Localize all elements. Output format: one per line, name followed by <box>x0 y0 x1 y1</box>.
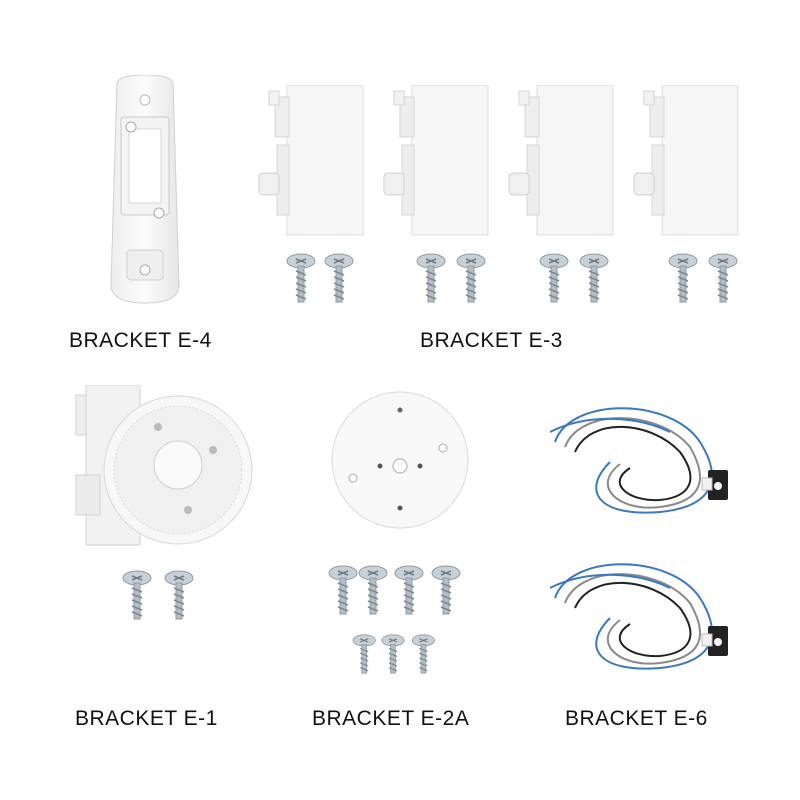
bracket-e3-label: BRACKET E-3 <box>420 329 563 352</box>
bracket-e4-label: BRACKET E-4 <box>69 329 212 352</box>
bracket-e1-label: BRACKET E-1 <box>75 707 218 730</box>
bracket-e2a-label: BRACKET E-2A <box>312 707 470 730</box>
bracket-e6-image <box>550 390 750 680</box>
bracket-e2a-image <box>325 390 475 675</box>
bracket-e6-label: BRACKET E-6 <box>565 707 708 730</box>
bracket-e1-image <box>68 385 253 630</box>
bracket-e3-image <box>255 85 755 320</box>
bracket-e4-image <box>105 75 185 305</box>
